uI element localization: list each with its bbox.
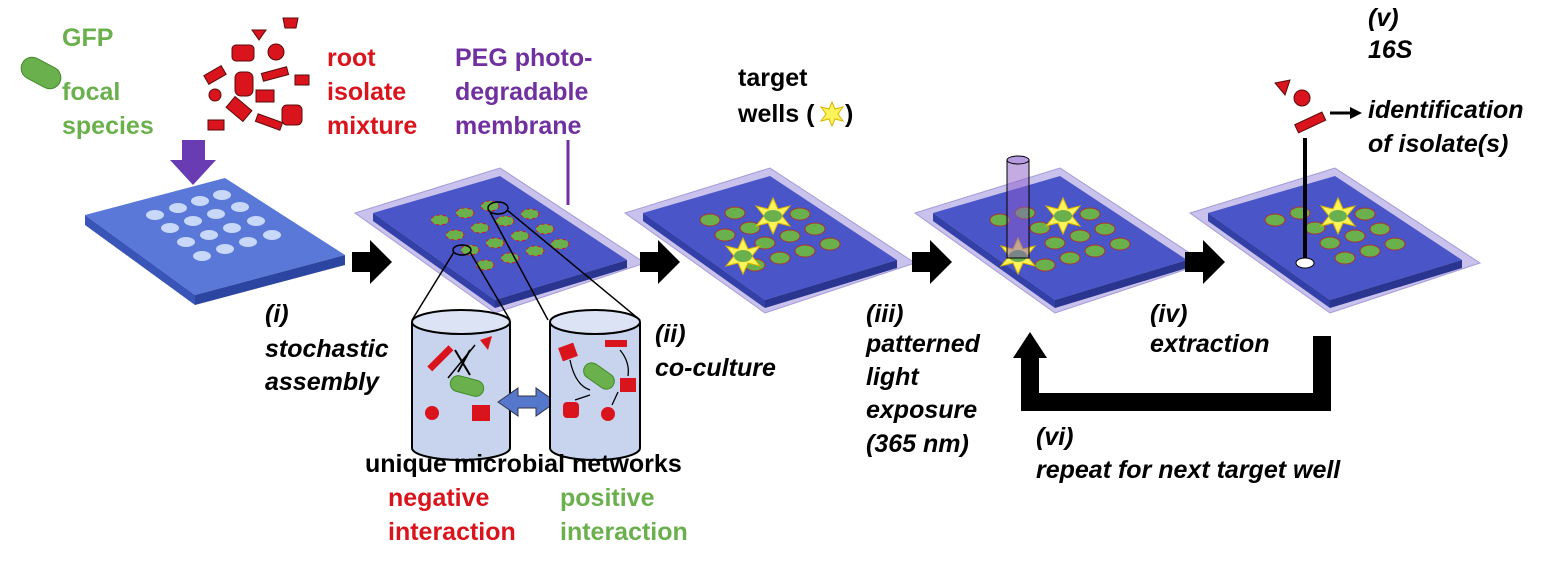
step-i-label: (i) stochastic assembly (265, 300, 396, 396)
membrane-plate-2 (354, 167, 646, 314)
step-vi-label: (vi) repeat for next target well (1036, 423, 1341, 484)
extracted-isolates-icon (1274, 79, 1327, 134)
root-isolate-label: root isolate mixture (327, 44, 417, 140)
target-wells-label: target wells ( (737, 64, 815, 128)
membrane-plate-4 (914, 155, 1206, 314)
arrow-right-icon (912, 240, 952, 284)
membrane-plate-5 (1189, 138, 1481, 314)
step-iv-label: (iv) extraction (1150, 300, 1269, 358)
positive-interaction-label: positive interaction (560, 484, 688, 546)
arrow-right-icon (640, 240, 680, 284)
arrow-right-icon (352, 240, 392, 284)
step-ii-label: (ii) co-culture (655, 320, 776, 382)
target-well-sun-icon (725, 237, 761, 275)
arrow-right-icon (1185, 240, 1225, 284)
gfp-cell-icon (20, 56, 62, 90)
sun-target-icon (819, 100, 845, 128)
gfp-label: GFP focal species (62, 24, 154, 140)
network-cylinder-negative (411, 309, 511, 461)
light-beam-icon (1006, 155, 1030, 259)
networks-label: unique microbial networks (365, 450, 682, 478)
return-arrow-icon (1013, 332, 1331, 411)
isolate-mixture-icon (203, 17, 310, 131)
peg-membrane-label: PEG photo- degradable membrane (455, 44, 599, 140)
step-arrows (352, 240, 1225, 284)
arrow-right-icon (1330, 107, 1362, 119)
membrane-plate-3 (624, 167, 916, 314)
negative-interaction-label: negative interaction (388, 484, 516, 546)
zoom-lines (411, 201, 641, 321)
extracted-well (1295, 257, 1315, 269)
network-cylinder-positive (549, 309, 641, 461)
purple-down-arrow-icon (170, 140, 216, 185)
empty-plate (85, 178, 345, 305)
step-v-label: (v) 16S identification of isolate(s) (1368, 4, 1531, 158)
target-well-sun-icon (755, 197, 791, 235)
step-iii-label: (iii) patterned light exposure (365 nm) (865, 300, 987, 458)
target-wells-paren: ) (845, 100, 853, 128)
